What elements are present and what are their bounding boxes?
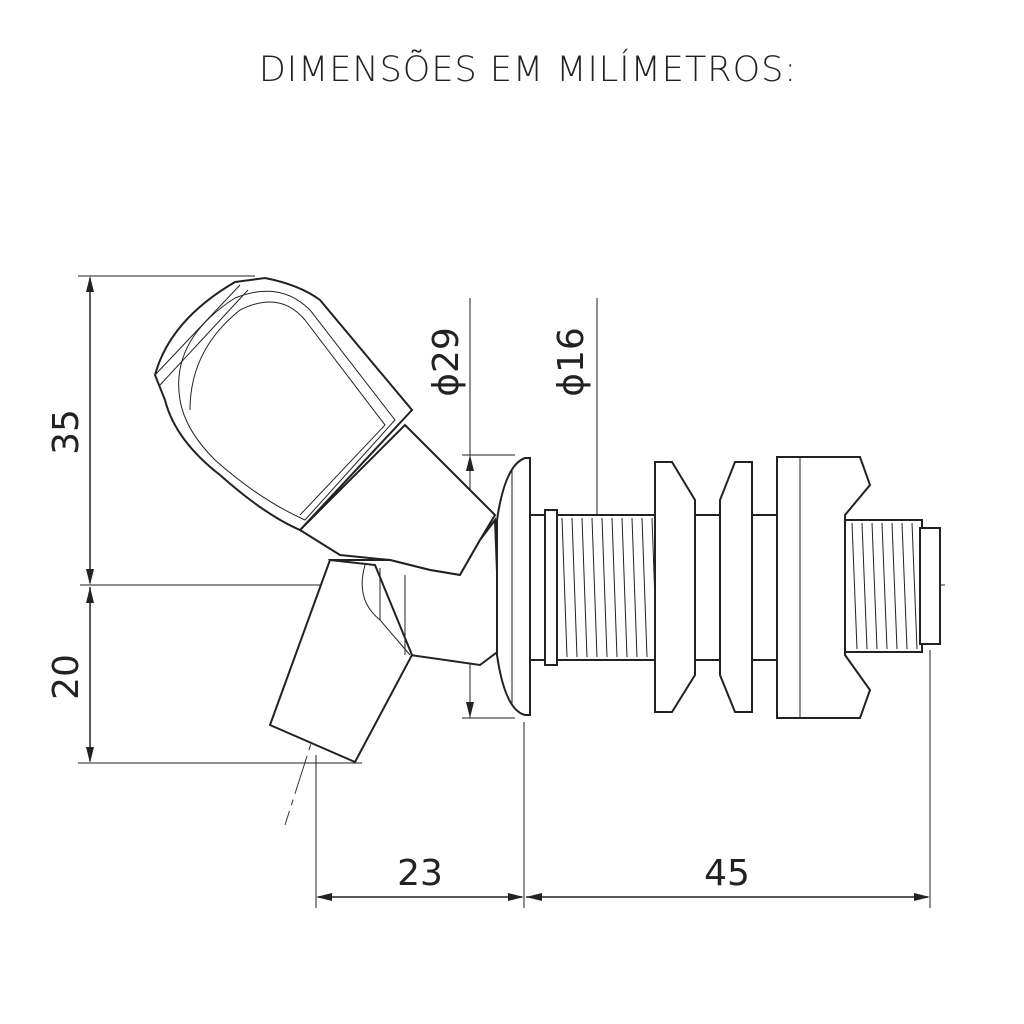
dim-20-label: 20: [46, 654, 87, 700]
thread-line: [861, 522, 868, 650]
washer-1: [654, 461, 696, 713]
drawing-title: DIMENSÕES EM MILÍMETROS:: [258, 50, 798, 90]
faucet-body: [327, 517, 502, 667]
thread-line: [561, 517, 568, 658]
dimension-20: 20: [46, 587, 362, 764]
thread-line: [571, 517, 578, 658]
dimension-23: 23: [315, 722, 525, 908]
thread-line: [871, 522, 878, 650]
thread-line: [581, 517, 588, 658]
dimension-45: 45: [526, 650, 931, 908]
flange: [496, 457, 531, 716]
dim-16-label: ϕ16: [551, 327, 592, 397]
dimension-diameter-29: ϕ29: [426, 298, 515, 719]
dim-29-label: ϕ29: [426, 327, 467, 397]
end-cap: [919, 527, 941, 645]
thread-line: [601, 517, 608, 658]
handle: [153, 276, 414, 532]
dimension-diameter-16: ϕ16: [551, 298, 598, 660]
thread-line: [641, 517, 648, 658]
spout: [268, 558, 414, 764]
dim-35-label: 35: [46, 409, 87, 455]
thread-line: [891, 522, 898, 650]
thread-line: [591, 517, 598, 658]
thread-line: [911, 522, 918, 650]
washer-2: [719, 461, 753, 713]
dim-23-label: 23: [397, 853, 443, 894]
dim-45-label: 45: [704, 853, 750, 894]
dimension-35: 35: [46, 275, 255, 585]
thread-line: [631, 517, 638, 658]
thread-line: [851, 522, 858, 650]
thread-line: [901, 522, 908, 650]
faucet: [153, 276, 941, 764]
thread-lines-end: [851, 522, 918, 650]
thread-line: [881, 522, 888, 650]
thread-line: [621, 517, 628, 658]
thread-line: [611, 517, 618, 658]
